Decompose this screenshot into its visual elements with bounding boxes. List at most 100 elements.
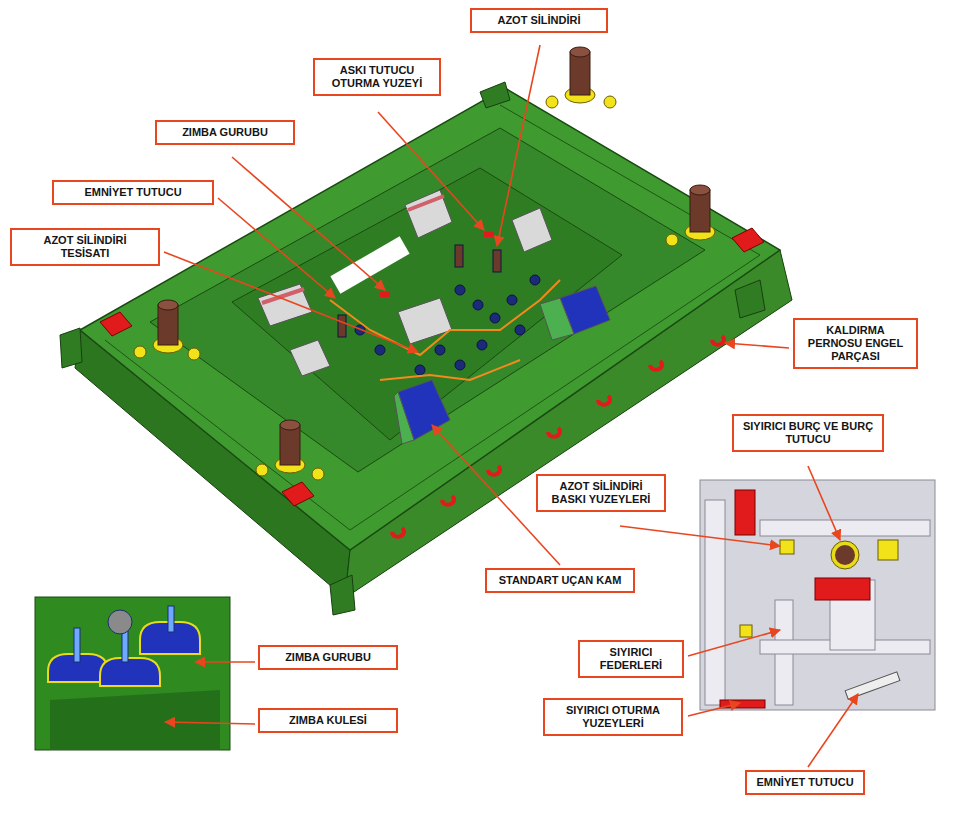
callout-label: AZOT SİLİNDİRİ TESİSATI	[18, 234, 152, 260]
callout-label: ASKI TUTUCU OTURMA YUZEYİ	[321, 64, 433, 90]
guide-post	[666, 185, 764, 252]
leader-line	[164, 252, 418, 352]
post-body	[690, 190, 710, 232]
die-frame	[150, 128, 705, 472]
yellow-pad	[134, 346, 146, 358]
cam-base	[394, 392, 414, 444]
punch	[490, 313, 500, 323]
callout-label: STANDART UÇAN KAM	[493, 574, 627, 587]
stripper-bush	[835, 545, 855, 565]
leader-line	[195, 661, 255, 663]
stripper-inset	[700, 480, 935, 710]
leader-line	[725, 343, 789, 348]
red-pad	[815, 578, 870, 600]
callout-label: ZIMBA GURUBU	[266, 651, 390, 664]
lift-lug	[735, 280, 765, 318]
leader-line	[218, 198, 335, 298]
callout-box: SIYIRICI FEDERLERİ	[578, 640, 684, 678]
yellow-pad	[256, 464, 268, 476]
punch	[455, 285, 465, 295]
callout-box: ZIMBA KULESİ	[258, 708, 398, 733]
stop-mark	[442, 496, 454, 505]
callout-box: ZIMBA GURUBU	[155, 120, 295, 145]
guide-post	[546, 47, 616, 108]
cam-block	[290, 340, 330, 376]
post-body	[570, 52, 590, 95]
punch	[168, 606, 174, 632]
guide-post	[100, 300, 200, 360]
cam-block	[405, 190, 452, 238]
yellow-pad	[546, 96, 558, 108]
punch	[455, 360, 465, 370]
stop-mark	[392, 528, 404, 537]
die-rail	[500, 105, 760, 255]
post-top	[690, 185, 710, 195]
leader-line	[808, 466, 840, 540]
punch	[435, 345, 445, 355]
stop-mark	[650, 361, 662, 370]
stop-mark	[488, 466, 500, 475]
cam-face	[262, 289, 304, 303]
yellow-pad	[780, 540, 794, 554]
punch-pins-inset	[74, 606, 174, 662]
punch-holder	[108, 610, 132, 634]
punch-retainer	[100, 658, 160, 686]
die-opening	[330, 236, 409, 293]
leader-line	[688, 703, 740, 716]
callout-label: EMNİYET TUTUCU	[753, 776, 857, 789]
punch	[477, 340, 487, 350]
guide-post	[256, 420, 324, 506]
callout-label: ZIMBA KULESİ	[266, 714, 390, 727]
hanger-seat	[484, 232, 494, 237]
bush-holder	[831, 541, 859, 569]
post-top	[570, 47, 590, 57]
red-pad	[735, 490, 755, 535]
callout-box: EMNİYET TUTUCU	[745, 770, 865, 795]
cam-base	[540, 298, 574, 340]
nitrogen-cylinder	[493, 250, 501, 272]
callout-label: KALDIRMA PERNOSU ENGEL PARÇASI	[801, 324, 910, 363]
red-pad	[732, 228, 764, 252]
punch-tower	[50, 690, 220, 750]
punch-inset	[35, 597, 230, 750]
punch	[530, 275, 540, 285]
post-top	[158, 300, 178, 310]
callout-box: AZOT SİLİNDİRİ	[470, 8, 608, 33]
stop-mark	[598, 396, 610, 405]
yellow-pad	[188, 348, 200, 360]
callout-label: ZIMBA GURUBU	[163, 126, 287, 139]
leader-line	[688, 630, 780, 656]
callout-box: EMNİYET TUTUCU	[52, 180, 214, 205]
lift-lug	[330, 575, 355, 615]
yellow-pad	[878, 540, 898, 560]
red-pad	[282, 482, 314, 506]
callout-box: KALDIRMA PERNOSU ENGEL PARÇASI	[793, 318, 918, 369]
yellow-pad	[604, 96, 616, 108]
red-pad	[100, 312, 132, 336]
callout-box: AZOT SİLİNDİRİ TESİSATI	[10, 228, 160, 266]
cam-face	[408, 196, 444, 210]
cam-block	[258, 284, 312, 326]
post-body	[158, 305, 178, 345]
leader-line	[378, 112, 484, 230]
punch	[375, 345, 385, 355]
leader-line	[808, 694, 858, 767]
callout-box: SIYIRICI OTURMA YUZEYLERİ	[543, 698, 683, 736]
callout-label: AZOT SİLİNDİRİ	[478, 14, 600, 27]
yellow-pad	[740, 625, 752, 637]
callout-label: SIYIRICI BURÇ VE BURÇ TUTUCU	[740, 420, 876, 446]
die-rail	[350, 255, 760, 530]
callout-box: ZIMBA GURUBU	[258, 645, 398, 670]
stop-mark	[548, 428, 560, 437]
punch	[473, 300, 483, 310]
hanger-seat	[380, 292, 390, 297]
nitrogen-piping	[380, 360, 520, 380]
die-rail	[105, 340, 350, 530]
callout-box: AZOT SİLİNDİRİ BASKI YUZEYLERİ	[536, 474, 666, 512]
nitrogen-cylinder	[338, 315, 346, 337]
leader-line	[232, 157, 385, 290]
